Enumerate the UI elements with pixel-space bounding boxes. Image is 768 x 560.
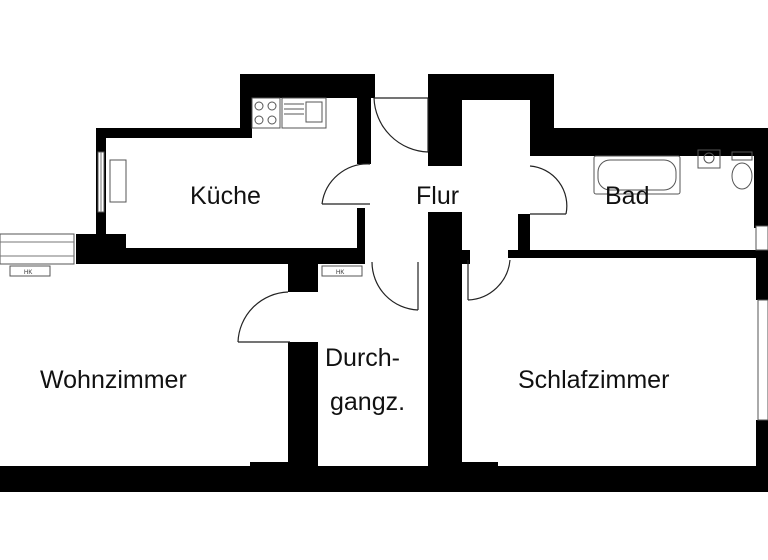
radiator-label-durchgang: HK [336,270,344,276]
wall-schlaf-right-low [756,420,768,480]
sink-icon [281,97,327,129]
window-schlaf [757,299,768,421]
wall-bad-left [518,214,530,254]
bathtub-icon [593,155,681,195]
door-schlaf [467,259,511,301]
radiator-kitchen [109,159,127,203]
wall-bad-top [530,128,768,156]
room-label-kueche: Küche [190,182,261,210]
room-label-bad: Bad [605,182,649,210]
wall-durchgang-top [288,248,318,292]
room-label-wohnzimmer: Wohnzimmer [40,366,187,394]
room-label-flur: Flur [416,182,459,210]
wall-bad-right [754,128,768,228]
toilet-icon [731,151,753,161]
wall-kitchen-niche-top [240,74,375,98]
wall-kitchen-right-low [357,208,365,264]
window-bad [755,225,768,251]
wall-bottom-step-right [462,462,498,470]
wall-bottom-step-left [250,462,290,470]
room-label-durchgang-2: gangz. [330,388,405,416]
stove-icon [251,97,281,129]
door-wohn [237,291,289,343]
walls [0,74,768,492]
radiator-wohn [9,265,51,277]
radiator-label-wohn: HK [24,270,32,276]
window-wohn [0,233,75,265]
wall-durchgang-left [288,342,318,472]
wall-schlaf-left [428,250,462,472]
room-label-schlafzimmer: Schlafzimmer [518,366,669,394]
door-kitchen [321,163,371,205]
wall-kitchen-niche-left [240,74,252,136]
wall-flur-stub [462,250,470,264]
room-label-durchgang-1: Durch- [325,344,400,372]
windows [0,151,768,421]
radiator-durchgang [321,265,363,277]
wall-flur-bad [428,74,462,166]
fixtures [9,97,753,277]
wall-schlaf-right [756,250,768,300]
wall-kueche-wohn [76,248,364,264]
washbasin-icon [697,149,721,169]
wall-bottom [0,466,768,492]
door-durchgang [371,261,419,311]
wall-bad-bottom [508,250,768,258]
wall-kitchen-top [96,128,252,138]
doors [237,97,568,343]
door-entry [373,97,429,153]
wall-kitchen-entry [357,74,371,164]
door-bad [529,165,568,215]
window-lines [0,152,102,257]
